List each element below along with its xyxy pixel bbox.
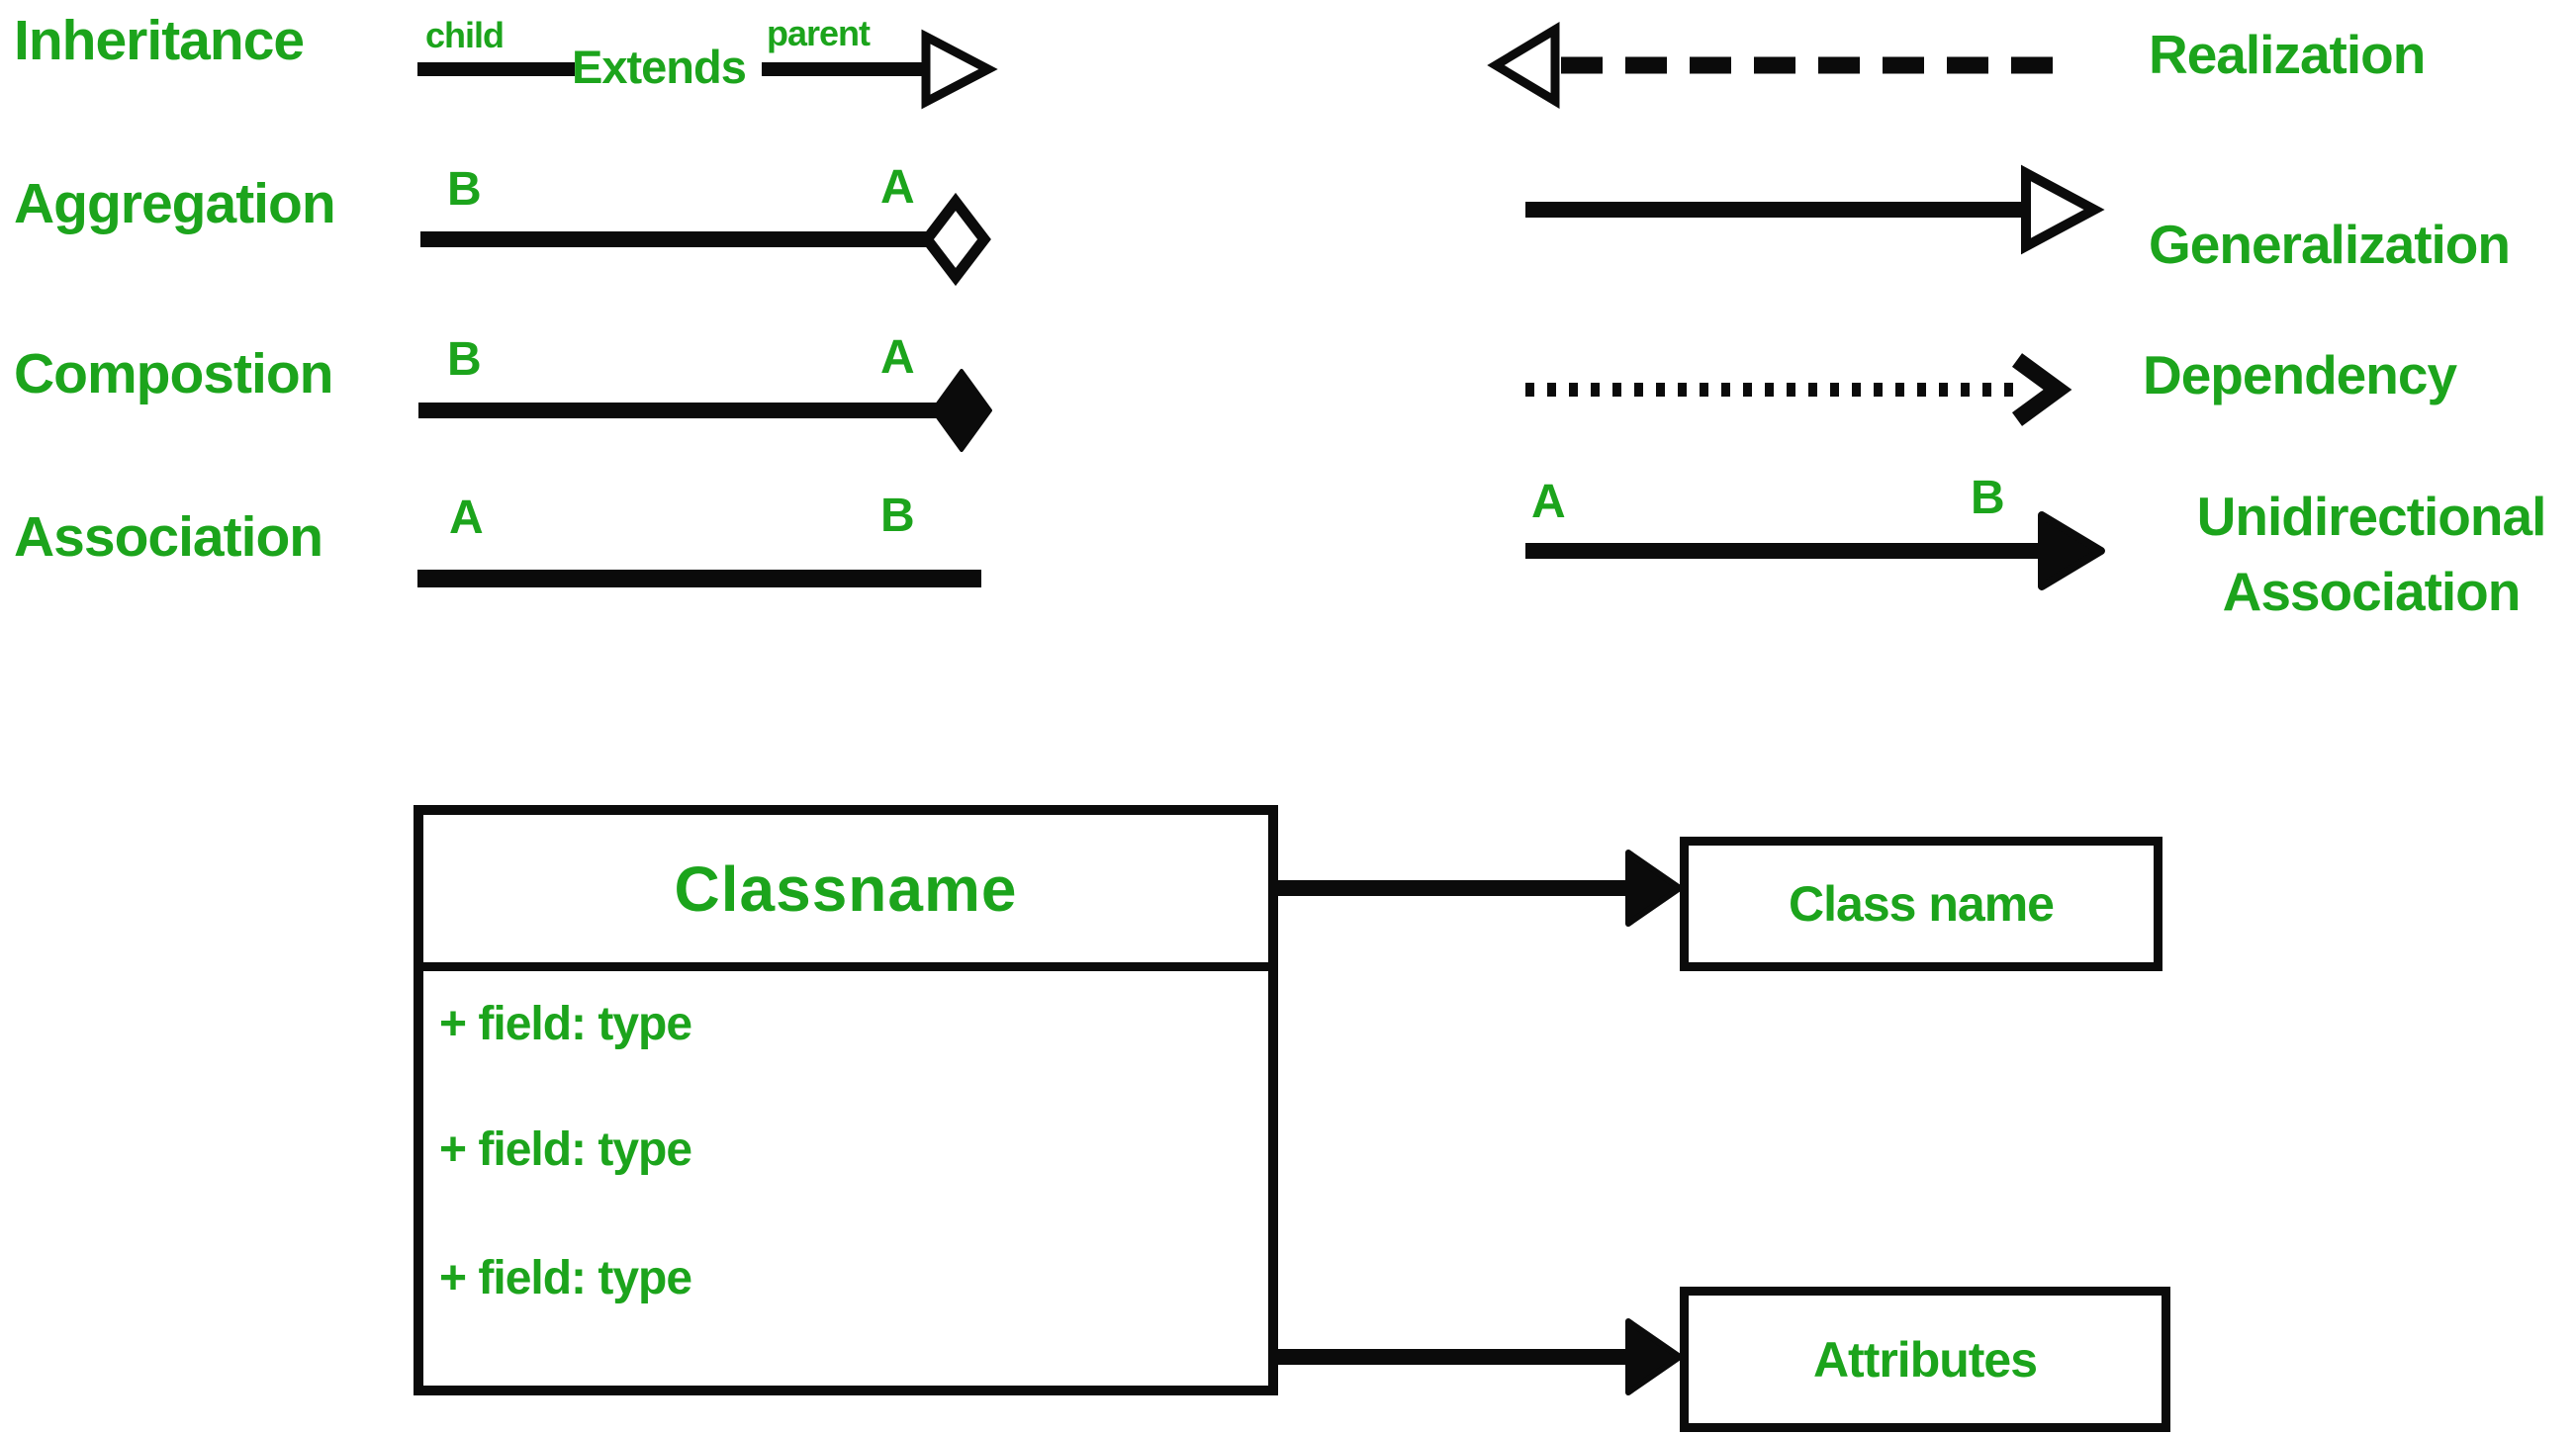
generalization-connector — [1525, 164, 2105, 255]
hollow-triangle-left-arrowhead-icon — [1487, 22, 1560, 109]
association-end-b: B — [880, 490, 915, 542]
generalization-label: Generalization — [2149, 214, 2511, 275]
realization-label: Realization — [2149, 24, 2426, 85]
inheritance-label: Inheritance — [14, 9, 305, 72]
dependency-connector — [1525, 353, 2072, 426]
hollow-diamond-icon — [920, 192, 991, 287]
unidirectional-end-b: B — [1971, 472, 2005, 524]
class-name-callout-arrow — [1278, 850, 1683, 927]
filled-arrowhead-icon — [2038, 511, 2105, 590]
realization-connector — [1487, 22, 2075, 109]
unidirectional-end-a: A — [1531, 476, 1566, 528]
class-box: Classname + field: type + field: type + … — [414, 805, 1278, 1395]
compostion-connector — [418, 369, 992, 452]
attributes-callout-box: Attributes — [1680, 1287, 2170, 1432]
inheritance-parent-label: parent — [767, 13, 871, 53]
class-field-3: + field: type — [439, 1252, 692, 1304]
chevron-arrowhead-icon — [2011, 353, 2072, 426]
filled-arrowhead-icon — [1625, 850, 1683, 927]
unidirectional-association-label-line2: Association — [2222, 561, 2522, 622]
aggregation-end-b: B — [447, 163, 482, 216]
inheritance-extends-label: Extends — [572, 41, 747, 93]
hollow-triangle-arrowhead-icon — [2021, 164, 2105, 255]
hollow-triangle-arrowhead-icon — [921, 29, 998, 110]
association-end-a: A — [449, 492, 484, 544]
class-name-callout-box: Class name — [1680, 837, 2162, 971]
unidirectional-association-label: Unidirectional Association — [2166, 479, 2576, 629]
aggregation-label: Aggregation — [14, 172, 336, 235]
association-connector — [417, 570, 981, 587]
attributes-callout-label: Attributes — [1812, 1331, 2038, 1388]
class-name-callout-label: Class name — [1789, 876, 2055, 932]
inheritance-child-label: child — [425, 15, 505, 55]
class-box-header: Classname — [423, 815, 1268, 971]
class-field-2: + field: type — [439, 1123, 692, 1176]
aggregation-end-a: A — [880, 161, 915, 214]
compostion-label: Compostion — [14, 342, 333, 405]
compostion-end-b: B — [447, 333, 482, 386]
filled-diamond-icon — [931, 369, 992, 452]
class-box-title: Classname — [674, 852, 1018, 925]
unidirectional-association-connector — [1525, 511, 2105, 590]
compostion-end-a: A — [880, 331, 915, 384]
unidirectional-association-label-line1: Unidirectional — [2196, 486, 2547, 547]
association-label: Association — [14, 505, 323, 569]
inheritance-connector — [417, 29, 998, 110]
filled-arrowhead-icon — [1625, 1318, 1683, 1395]
class-field-1: + field: type — [439, 998, 692, 1050]
aggregation-connector — [420, 192, 991, 287]
dependency-label: Dependency — [2143, 344, 2457, 405]
attributes-callout-arrow — [1278, 1318, 1683, 1395]
